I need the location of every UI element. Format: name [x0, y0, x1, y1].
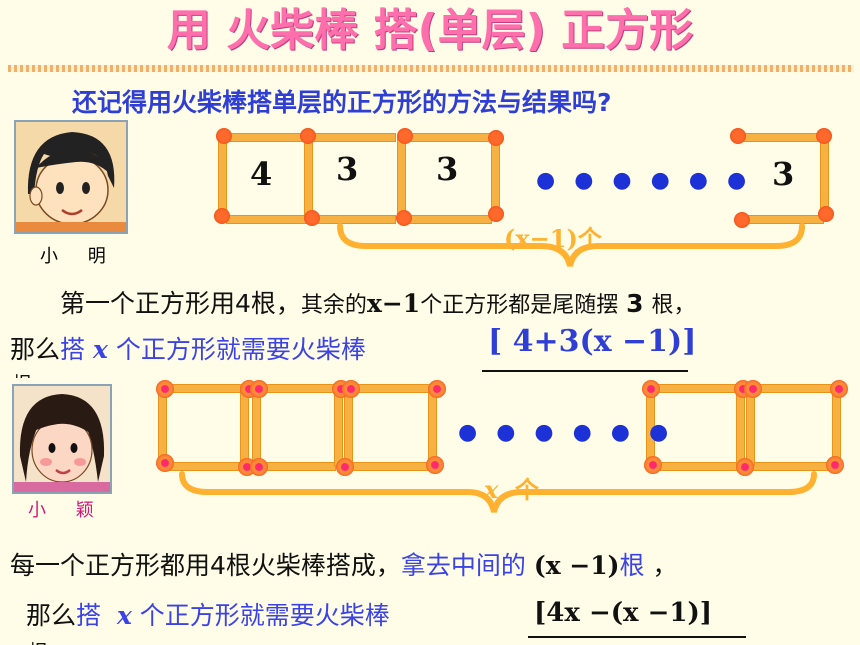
xiaoming-brace-label: (x−1)个: [504, 224, 602, 253]
xiaoying-formula-underline: [528, 636, 746, 638]
xiaoming-brace: [337, 223, 805, 267]
xiaoying-caption: 小 颖: [28, 500, 106, 521]
subtitle: 还记得用火柴棒搭单层的正方形的方法与结果吗?: [72, 88, 612, 117]
xiaoying-paragraph-1: 每一个正方形都用4根火柴棒搭成，拿去中间的 (x −1)根 ，: [10, 551, 678, 580]
xiaoming-formula-underline: [482, 370, 688, 372]
xiaoming-cutoff-text: 根: [12, 368, 32, 378]
xiaoming-count-3: 3: [436, 150, 459, 188]
xiaoying-ellipsis: ● ● ● ● ● ●: [458, 420, 675, 445]
xiaoying-portrait: [12, 384, 112, 494]
xiaoming-paragraph-1: 第一个正方形用4根，其余的x−1个正方形都是尾随摆 3 根，: [60, 289, 696, 318]
xiaoming-count-2: 3: [336, 150, 359, 188]
xiaoming-caption: 小 明: [40, 246, 118, 267]
xiaoming-count-1: 4: [250, 155, 273, 193]
xiaoming-formula: [ 4+3(x −1)]: [488, 324, 697, 359]
xiaoming-portrait: [14, 120, 128, 234]
xiaoming-count-4: 3: [772, 155, 795, 193]
xiaoying-paragraph-2: 那么搭 x 个正方形就需要火柴棒: [26, 601, 390, 630]
xiaoying-formula: [4x −(x −1)]: [534, 598, 713, 628]
xiaoming-paragraph-2: 那么搭 x 个正方形就需要火柴棒: [10, 335, 366, 364]
xiaoming-ellipsis: ● ● ● ● ● ●: [536, 168, 753, 193]
xiaoying-brace-label: x 个: [484, 475, 540, 504]
page-title: 用 火柴棒 搭(单层) 正方形: [166, 5, 694, 56]
xiaoying-cutoff-text: 根: [28, 636, 48, 645]
title-divider: [8, 65, 854, 72]
xiaoying-brace: [179, 471, 817, 513]
